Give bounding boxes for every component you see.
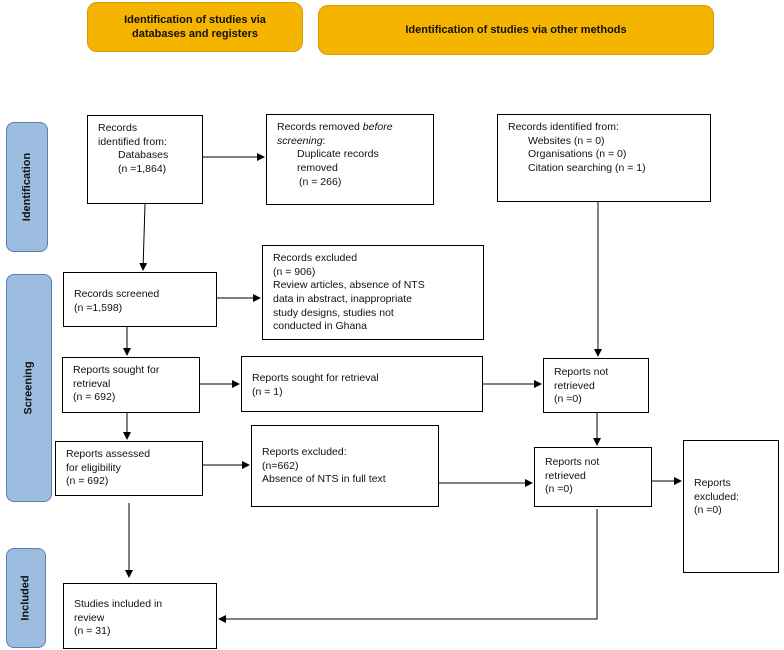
other-identified-box: Records identified from: Websites (n = 0… [497, 114, 711, 202]
records-identified-count: (n =1,864) [118, 162, 167, 175]
reports-excluded-db-box: Reports excluded: (n=662) Absence of NTS… [251, 425, 439, 507]
phase-included: Included [6, 548, 46, 648]
arrow-other-to-included [218, 509, 598, 623]
records-removed-count: (n = 266) [299, 175, 342, 188]
records-screened-box: Records screened (n =1,598) [63, 272, 217, 327]
header-databases-label: Identification of studies via databases … [124, 13, 266, 40]
records-identified-source: Databases [118, 149, 169, 162]
other-identified-organisations: Organisations (n = 0) [528, 148, 627, 161]
other-identified-citation: Citation searching (n = 1) [528, 161, 646, 174]
reports-excluded-other-label: Reports excluded: (n =0) [694, 477, 739, 517]
records-identified-box: Records identified from: Databases (n =1… [87, 115, 203, 204]
not-retrieved-bottom-box: Reports not retrieved (n =0) [534, 447, 652, 507]
header-other-methods-label: Identification of studies via other meth… [405, 23, 627, 36]
arrow-identified-to-screened [139, 203, 148, 271]
not-retrieved-top-box: Reports not retrieved (n =0) [543, 358, 649, 413]
records-excluded-label: Records excluded (n = 906) Review articl… [273, 252, 425, 333]
reports-assessed-box: Reports assessed for eligibility (n = 69… [55, 441, 203, 496]
reports-excluded-db-label: Reports excluded: (n=662) Absence of NTS… [262, 446, 386, 486]
header-databases-registers: Identification of studies via databases … [87, 2, 303, 52]
phase-identification: Identification [6, 122, 48, 252]
studies-included-box: Studies included in review (n = 31) [63, 583, 217, 649]
reports-assessed-label: Reports assessed for eligibility (n = 69… [66, 448, 151, 488]
reports-excluded-other-box: Reports excluded: (n =0) [683, 440, 779, 573]
not-retrieved-bottom-label: Reports not retrieved (n =0) [545, 456, 600, 496]
records-removed-detail: Duplicate records removed [297, 148, 379, 174]
not-retrieved-top-label: Reports not retrieved (n =0) [554, 366, 609, 406]
records-removed-box: Records removed before screening: Duplic… [266, 114, 434, 205]
header-other-methods: Identification of studies via other meth… [318, 5, 714, 55]
other-identified-heading: Records identified from: [508, 121, 619, 133]
studies-included-label: Studies included in review (n = 31) [74, 598, 163, 638]
other-identified-websites: Websites (n = 0) [528, 134, 605, 147]
reports-sought-db-box: Reports sought for retrieval (n = 692) [62, 357, 200, 413]
records-screened-label: Records screened (n =1,598) [74, 288, 160, 314]
records-identified-heading: Records identified from: [98, 122, 167, 148]
records-excluded-box: Records excluded (n = 906) Review articl… [262, 245, 484, 340]
reports-sought-other-label: Reports sought for retrieval (n = 1) [252, 372, 379, 398]
reports-sought-other-box: Reports sought for retrieval (n = 1) [241, 356, 483, 412]
records-removed-heading: Records removed before screening: [277, 121, 393, 147]
phase-screening: Screening [6, 274, 52, 502]
reports-sought-db-label: Reports sought for retrieval (n = 692) [73, 364, 160, 404]
